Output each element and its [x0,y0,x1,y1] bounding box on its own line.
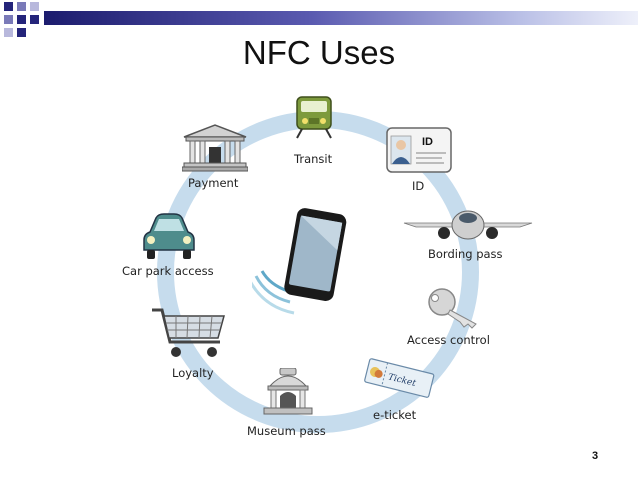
museum-icon [263,368,313,415]
use-label-payment: Payment [188,176,239,190]
header-banner [4,2,638,37]
airplane-icon [403,210,533,240]
shopping-cart-icon [152,308,225,357]
ticket-icon: Ticket [364,358,435,398]
smartphone-icon [252,208,347,315]
bank-icon [182,124,248,172]
key-icon [428,288,477,329]
use-label-id: ID [412,179,425,193]
use-label-eticket: e-ticket [373,408,417,422]
car-icon [143,213,195,259]
train-icon [296,96,332,139]
use-label-museum-pass: Museum pass [247,424,326,438]
use-label-boarding-pass: Bording pass [428,247,503,261]
use-label-transit: Transit [294,152,333,166]
id-card-icon: ID [386,127,452,173]
page-number: 3 [592,450,599,462]
use-label-car-park-access: Car park access [122,264,214,278]
use-label-loyalty: Loyalty [172,366,214,380]
slide-title: NFC Uses [242,34,396,71]
use-label-access-control: Access control [407,333,490,347]
svg-text:ID: ID [422,136,433,148]
